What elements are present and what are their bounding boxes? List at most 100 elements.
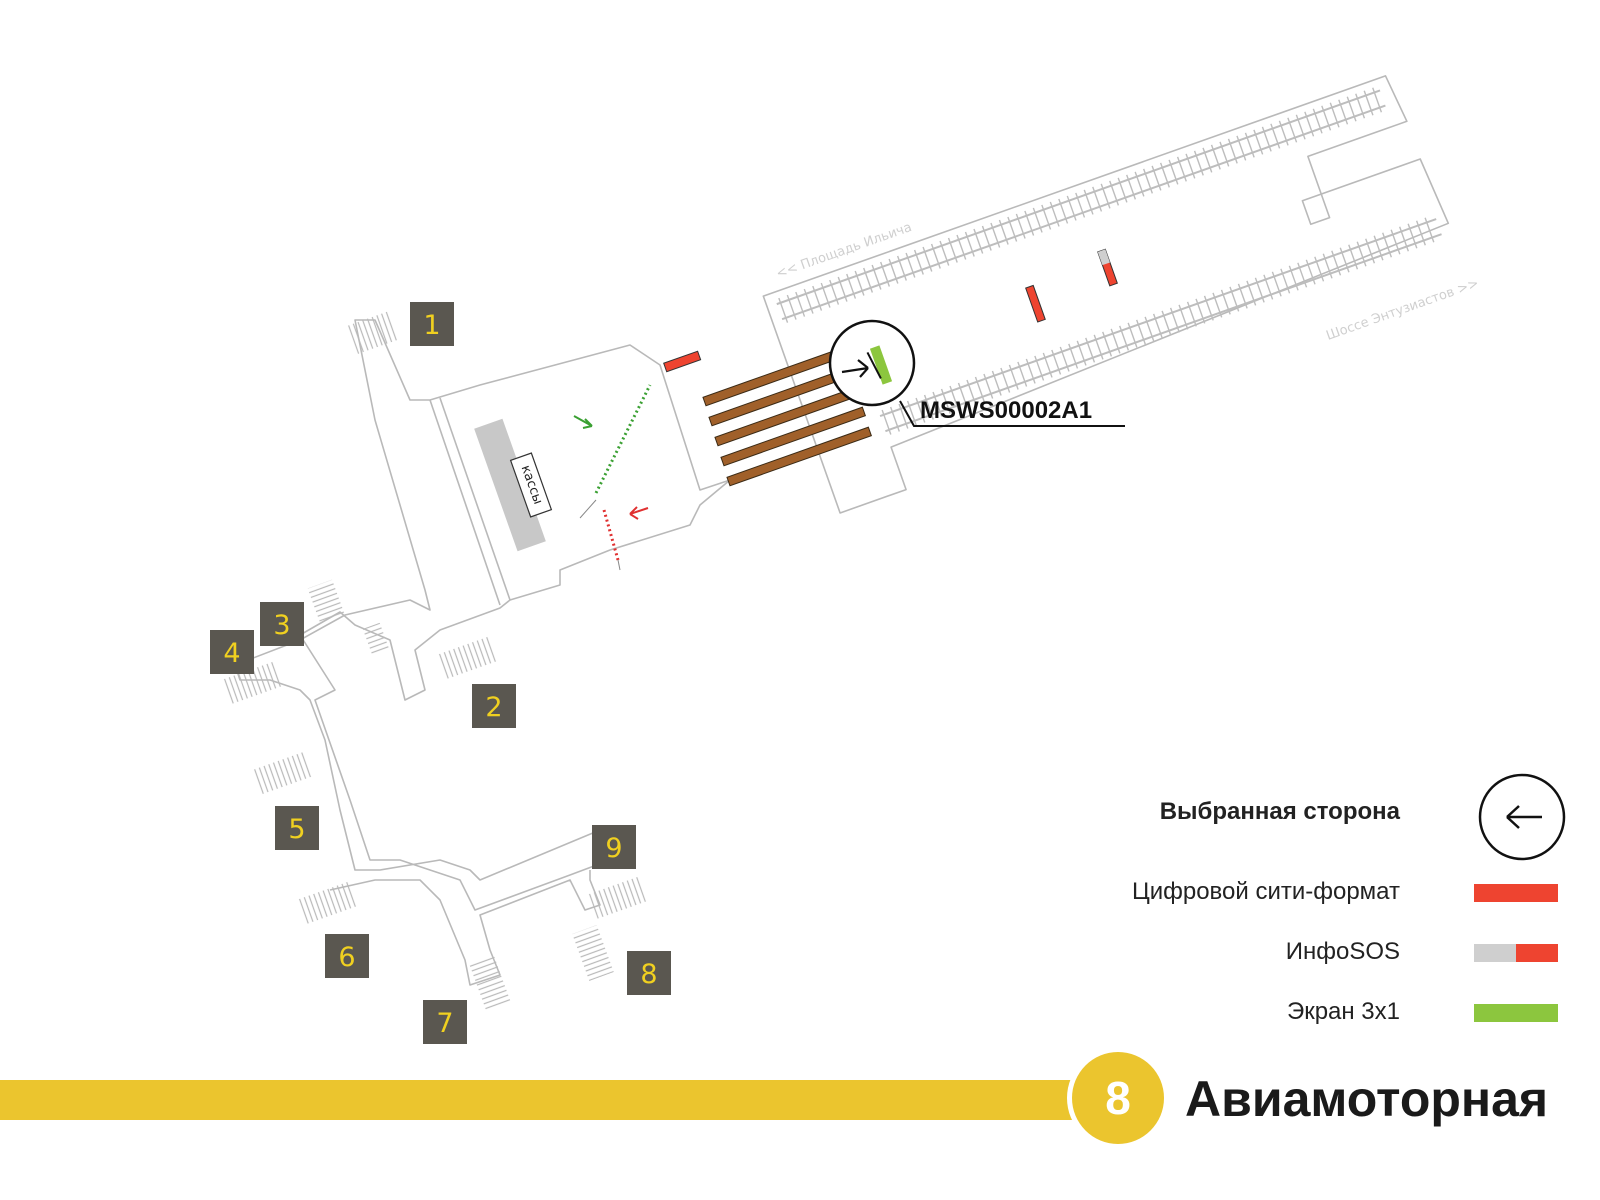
track-upper — [776, 87, 1386, 323]
track-sleeper — [1066, 195, 1077, 221]
exit-5[interactable]: 5 — [275, 806, 319, 850]
track-sleeper — [1007, 216, 1018, 242]
track-sleeper — [1210, 144, 1221, 170]
track-sleeper — [1348, 244, 1359, 270]
track-sleeper — [1424, 217, 1435, 243]
city-format-marker-vestibule[interactable] — [663, 350, 702, 373]
legend-swatch-infosos — [1474, 944, 1558, 962]
track-sleeper — [1186, 301, 1197, 327]
track-sleeper — [1168, 159, 1179, 185]
legend-swatch-screen-3x1 — [1474, 1004, 1558, 1022]
track-sleeper — [1109, 180, 1120, 206]
track-sleeper — [1008, 364, 1019, 390]
arrow-left-icon — [1506, 805, 1542, 829]
exit-4[interactable]: 4 — [210, 630, 254, 674]
track-sleeper — [1041, 204, 1052, 230]
track-sleeper — [1363, 90, 1374, 116]
track-sleeper — [871, 264, 882, 290]
track-sleeper — [949, 385, 960, 411]
track-sleeper — [1176, 156, 1187, 182]
track-sleeper — [981, 225, 992, 251]
track-sleeper — [1271, 271, 1282, 297]
exit-7[interactable]: 7 — [423, 1000, 467, 1044]
track-sleeper — [1261, 126, 1272, 152]
exit-4-number: 4 — [223, 638, 240, 669]
track-sleeper — [1202, 147, 1213, 173]
track-sleeper — [1117, 177, 1128, 203]
city-format-marker[interactable] — [1025, 284, 1046, 323]
track-sleeper — [889, 406, 900, 432]
track-sleeper — [1219, 141, 1230, 167]
track-sleeper — [1227, 138, 1238, 164]
track-sleeper — [1321, 105, 1332, 131]
exit-9[interactable]: 9 — [592, 825, 636, 869]
track-sleeper — [846, 273, 857, 299]
exit-6[interactable]: 6 — [325, 934, 369, 978]
track-sleeper — [829, 279, 840, 305]
track-sleeper — [1169, 307, 1180, 333]
track-sleeper — [966, 379, 977, 405]
track-sleeper — [820, 282, 831, 308]
track-sleeper — [1246, 280, 1257, 306]
track-sleeper — [1373, 235, 1384, 261]
exit-9-number: 9 — [605, 833, 622, 864]
track-sleeper — [1331, 250, 1342, 276]
track-sleeper — [1322, 253, 1333, 279]
track-sleeper — [1407, 223, 1418, 249]
track-sleeper — [1185, 153, 1196, 179]
track-sleeper — [991, 370, 1002, 396]
track-sleeper — [1288, 265, 1299, 291]
exit-7-number: 7 — [436, 1008, 453, 1039]
track-sleeper — [1236, 135, 1247, 161]
track-sleeper — [1093, 334, 1104, 360]
track-sleeper — [1280, 268, 1291, 294]
exit-5-number: 5 — [288, 814, 305, 845]
track-sleeper — [1263, 274, 1274, 300]
track-sleeper — [964, 231, 975, 257]
track-sleeper — [1415, 220, 1426, 246]
track-sleeper — [778, 297, 789, 323]
exit-8[interactable]: 8 — [627, 951, 671, 995]
track-sleeper — [1203, 295, 1214, 321]
track-sleeper — [1034, 355, 1045, 381]
track-sleeper — [1161, 310, 1172, 336]
track-sleeper — [1356, 241, 1367, 267]
track-sleeper — [1254, 277, 1265, 303]
exit-1[interactable]: 1 — [410, 302, 454, 346]
track-lower — [879, 217, 1442, 435]
exit-2-number: 2 — [485, 692, 502, 723]
track-sleeper — [1338, 99, 1349, 125]
track-sleeper — [1304, 111, 1315, 137]
track-sleeper — [1193, 150, 1204, 176]
track-sleeper — [1151, 165, 1162, 191]
track-sleeper — [1126, 174, 1137, 200]
track-sleeper — [1059, 346, 1070, 372]
platform-area — [762, 75, 1450, 514]
track-sleeper — [915, 397, 926, 423]
track-sleeper — [1085, 337, 1096, 363]
track-sleeper — [922, 246, 933, 272]
track-sleeper — [973, 228, 984, 254]
track-sleeper — [1144, 316, 1155, 342]
track-sleeper — [1017, 361, 1028, 387]
screen-3x1-marker[interactable] — [869, 345, 893, 385]
entry-turnstiles — [594, 384, 652, 494]
legend-selected-side-label: Выбранная сторона — [1159, 798, 1400, 825]
exit-8-number: 8 — [640, 959, 657, 990]
red-direction-arrow-icon — [629, 506, 649, 520]
track-sleeper — [786, 294, 797, 320]
exit-2[interactable]: 2 — [472, 684, 516, 728]
track-sleeper — [1083, 189, 1094, 215]
stairs — [222, 311, 648, 1011]
selected-location[interactable]: MSWS00002A1 — [828, 319, 1125, 427]
track-sleeper — [1398, 226, 1409, 252]
track-sleeper — [990, 222, 1001, 248]
track-sleeper — [1000, 367, 1011, 393]
legend-item-label: Экран 3x1 — [1286, 998, 1400, 1025]
track-sleeper — [1195, 298, 1206, 324]
track-sleeper — [1390, 229, 1401, 255]
track-sleeper — [939, 240, 950, 266]
exit-3[interactable]: 3 — [260, 602, 304, 646]
track-sleeper — [1142, 168, 1153, 194]
